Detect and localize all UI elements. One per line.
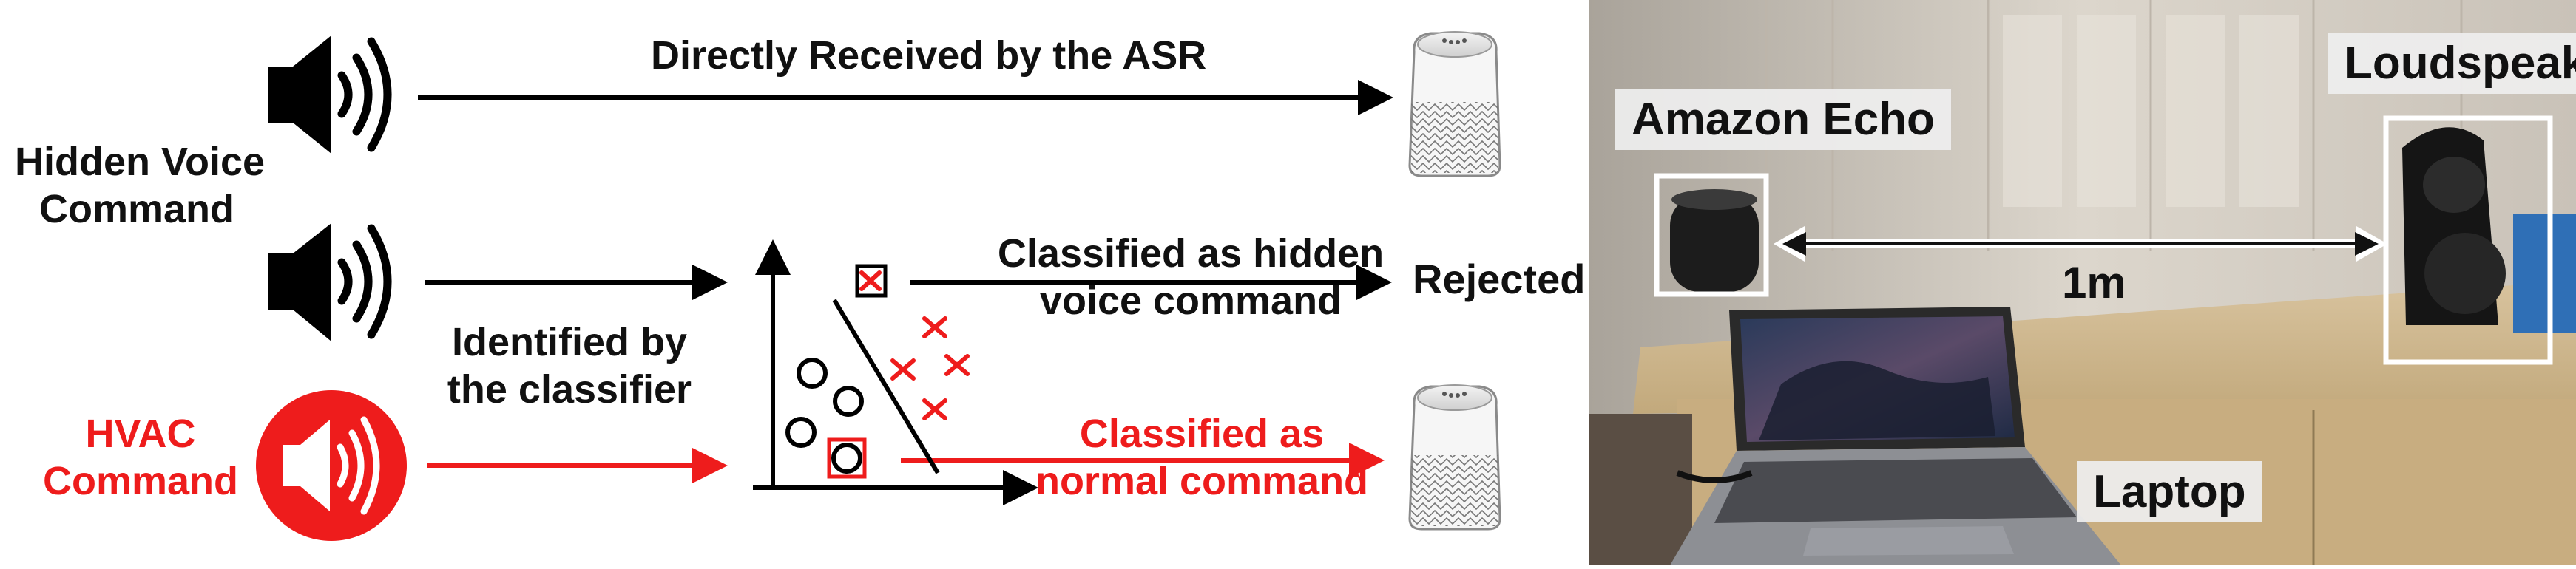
speaker-icon (268, 223, 392, 341)
misclassified-normal-box (827, 437, 867, 479)
hvac-command-label: HVAC Command (42, 412, 238, 503)
smart-speaker-icon (1408, 31, 1501, 177)
hidden-voice-command-label: Hidden Voice Command (15, 140, 266, 231)
diagram-graphics (256, 31, 1501, 541)
direct-arrow-label: Directly Received by the ASR (651, 33, 1207, 78)
speaker-icon (268, 35, 392, 154)
misclassified-hidden-box (855, 264, 888, 298)
classified-normal-label: Classified as normal command (1035, 412, 1369, 503)
smart-speaker-icon (1408, 384, 1501, 531)
decision-boundary (832, 299, 940, 474)
experiment-setup-photo: Amazon Echo Loudspeaker 1m Laptop (1589, 0, 2576, 565)
hidden-sample (859, 270, 970, 420)
classifier-plot (753, 239, 1038, 505)
loudspeaker-label: Loudspeaker (2328, 33, 2576, 94)
loudspeaker-bounding-box (2383, 115, 2553, 365)
distance-label: 1m (2062, 258, 2126, 307)
amazon-echo-label: Amazon Echo (1615, 89, 1951, 150)
normal-sample (785, 358, 864, 474)
classification-diagram: Hidden Voice Command HVAC Command Direct… (15, 31, 1586, 541)
identified-by-classifier-label: Identified by the classifier (447, 320, 692, 412)
rejected-label: Rejected (1413, 256, 1586, 302)
classified-hidden-label: Classified as hidden voice command (997, 231, 1385, 323)
echo-bounding-box (1654, 173, 1769, 297)
hvac-speaker-icon (256, 390, 407, 541)
laptop-label: Laptop (2077, 461, 2262, 522)
